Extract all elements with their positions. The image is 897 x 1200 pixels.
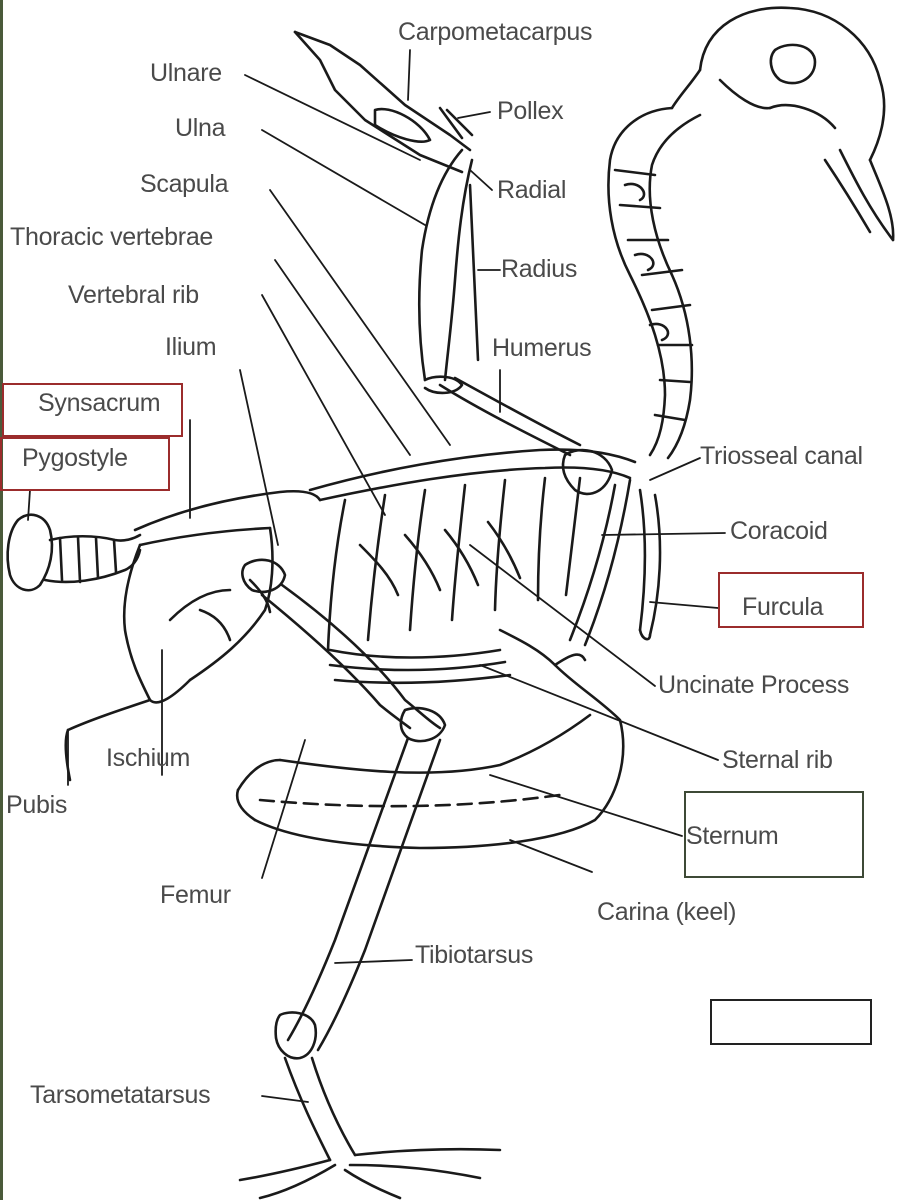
label-humerus: Humerus [492, 334, 592, 362]
sternum [235, 628, 625, 850]
pelvis [64, 489, 322, 782]
label-thoracic-vertebrae: Thoracic vertebrae [10, 223, 214, 251]
label-sternum: Sternum [686, 822, 779, 850]
label-uncinate-process: Uncinate Process [658, 671, 850, 699]
leg [238, 558, 502, 1200]
wing [293, 30, 582, 457]
label-carpometacarpus: Carpometacarpus [398, 18, 593, 46]
rib-cage [326, 476, 582, 685]
label-femur: Femur [160, 881, 231, 909]
label-ulnare: Ulnare [150, 59, 222, 87]
synsacrum-highlight-box [2, 383, 183, 437]
label-tibiotarsus: Tibiotarsus [415, 941, 534, 969]
pygostyle-highlight-box [0, 437, 170, 491]
label-pollex: Pollex [497, 97, 564, 125]
label-scapula: Scapula [140, 170, 229, 198]
label-tarsometatarsus: Tarsometatarsus [30, 1081, 211, 1109]
label-carina-keel: Carina (keel) [597, 898, 737, 926]
label-triosseal-canal: Triosseal canal [700, 442, 863, 470]
back-spine [308, 448, 637, 502]
label-pygostyle: Pygostyle [22, 444, 128, 472]
label-pubis: Pubis [6, 791, 68, 819]
label-furcula: Furcula [742, 593, 824, 621]
label-ilium: Ilium [165, 333, 217, 361]
label-synsacrum: Synsacrum [38, 389, 161, 417]
sternum-highlight-box [684, 791, 864, 878]
leader-lines [27, 49, 726, 1103]
label-sternal-rib: Sternal rib [722, 746, 833, 774]
tail-vertebrae [6, 513, 142, 592]
label-radial: Radial [497, 176, 567, 204]
label-radius: Radius [501, 255, 578, 283]
label-coracoid: Coracoid [730, 517, 828, 545]
neck-vertebrae [607, 106, 702, 460]
furcula-highlight-box [718, 572, 864, 628]
label-vertebral-rib: Vertebral rib [68, 281, 199, 309]
skull [670, 6, 895, 242]
shoulder-girdle [568, 478, 662, 647]
empty-label-box [710, 999, 872, 1045]
label-ulna: Ulna [175, 114, 226, 142]
label-ischium: Ischium [106, 744, 191, 772]
